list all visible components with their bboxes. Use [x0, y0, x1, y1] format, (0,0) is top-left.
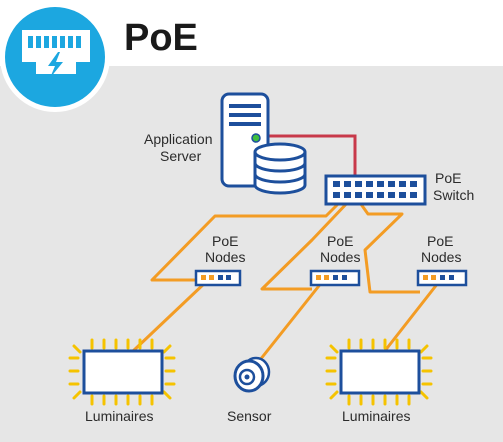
nodes-left-label-line2: Nodes [205, 249, 245, 265]
sensor-icon [233, 356, 271, 393]
network-switch-icon [324, 174, 427, 206]
nodes-left-label-line1: PoE [212, 233, 238, 249]
nodes-middle-label-line1: PoE [327, 233, 353, 249]
page-title: PoE [124, 17, 198, 59]
luminaires-right-label: Luminaires [342, 408, 410, 424]
poe-node-icon [309, 269, 361, 287]
luminaire-icon [68, 338, 176, 406]
luminaires-left-label: Luminaires [85, 408, 153, 424]
switch-label-line2: Switch [433, 187, 474, 203]
poe-node-icon [416, 269, 468, 287]
server-switch-link [264, 134, 357, 176]
ethernet-port-icon [22, 30, 90, 74]
nodes-right-label-line2: Nodes [421, 249, 461, 265]
poe-logo [0, 2, 110, 112]
poe-node-icon [194, 269, 242, 287]
cable-node-left-luminaire [130, 279, 209, 354]
cable-switch-node-right [356, 199, 420, 294]
poe-cables [130, 198, 440, 371]
luminaire-icon [325, 338, 433, 406]
nodes-middle-label-line2: Nodes [320, 249, 360, 265]
sensor-label: Sensor [227, 408, 272, 424]
server-label-line1: Application [144, 131, 213, 147]
server-label-line2: Server [160, 148, 202, 164]
database-icon [253, 142, 307, 195]
cable-switch-node-left [150, 198, 344, 282]
cable-node-right-luminaire [382, 282, 440, 353]
nodes-right-label-line1: PoE [427, 233, 453, 249]
lightning-bolt-icon [48, 52, 63, 78]
switch-label-line1: PoE [435, 170, 461, 186]
cable-switch-node-middle [260, 198, 352, 291]
cable-node-middle-sensor [250, 281, 324, 371]
